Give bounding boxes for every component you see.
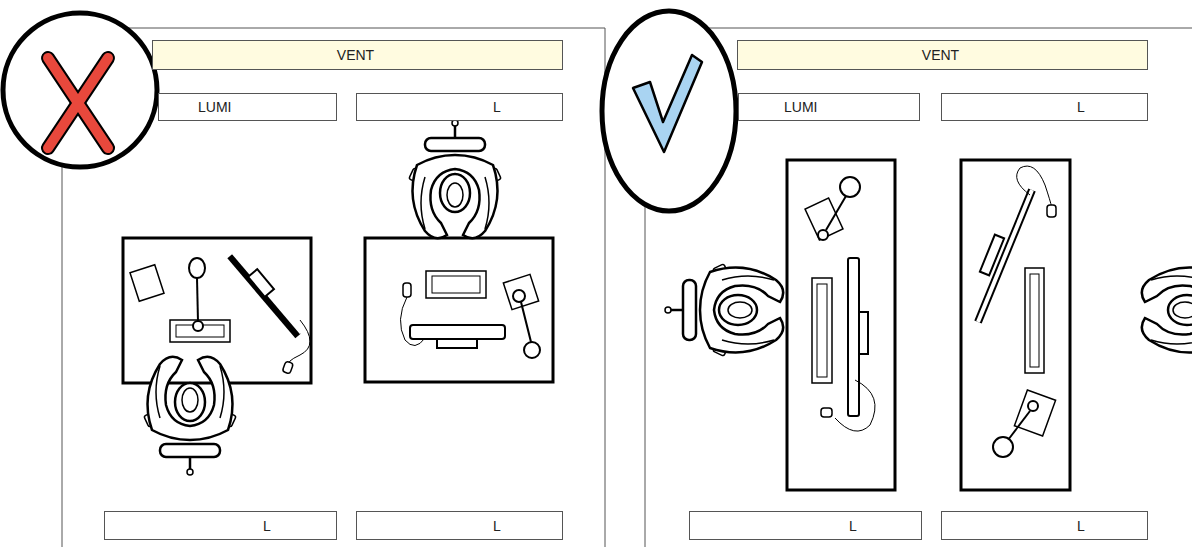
desk-group	[365, 120, 553, 382]
wrong-badge	[3, 13, 157, 167]
vent-band: VENT	[152, 40, 563, 70]
desk-group	[961, 160, 1192, 490]
window-box: L	[356, 93, 563, 121]
window-box: L	[941, 511, 1148, 540]
vent-band: VENT	[737, 40, 1148, 70]
correct-badge	[602, 11, 736, 211]
window-box: L	[941, 93, 1148, 121]
desk-group	[123, 238, 311, 475]
box-label: L	[849, 518, 857, 535]
box-label: VENT	[337, 47, 374, 64]
window-box: L	[689, 511, 922, 540]
light-box: LUMI	[158, 93, 337, 121]
box-label: L	[1077, 518, 1085, 535]
box-label: L	[1077, 99, 1085, 116]
window-box: L	[104, 511, 337, 540]
box-label: L	[493, 99, 501, 116]
box-label: VENT	[922, 47, 959, 64]
window-box: L	[356, 511, 563, 540]
box-label: L	[263, 518, 271, 535]
light-box: LUMI	[738, 93, 920, 121]
box-label: LUMI	[198, 99, 231, 116]
desk-group	[665, 160, 895, 490]
box-label: LUMI	[784, 99, 817, 116]
box-label: L	[493, 518, 501, 535]
